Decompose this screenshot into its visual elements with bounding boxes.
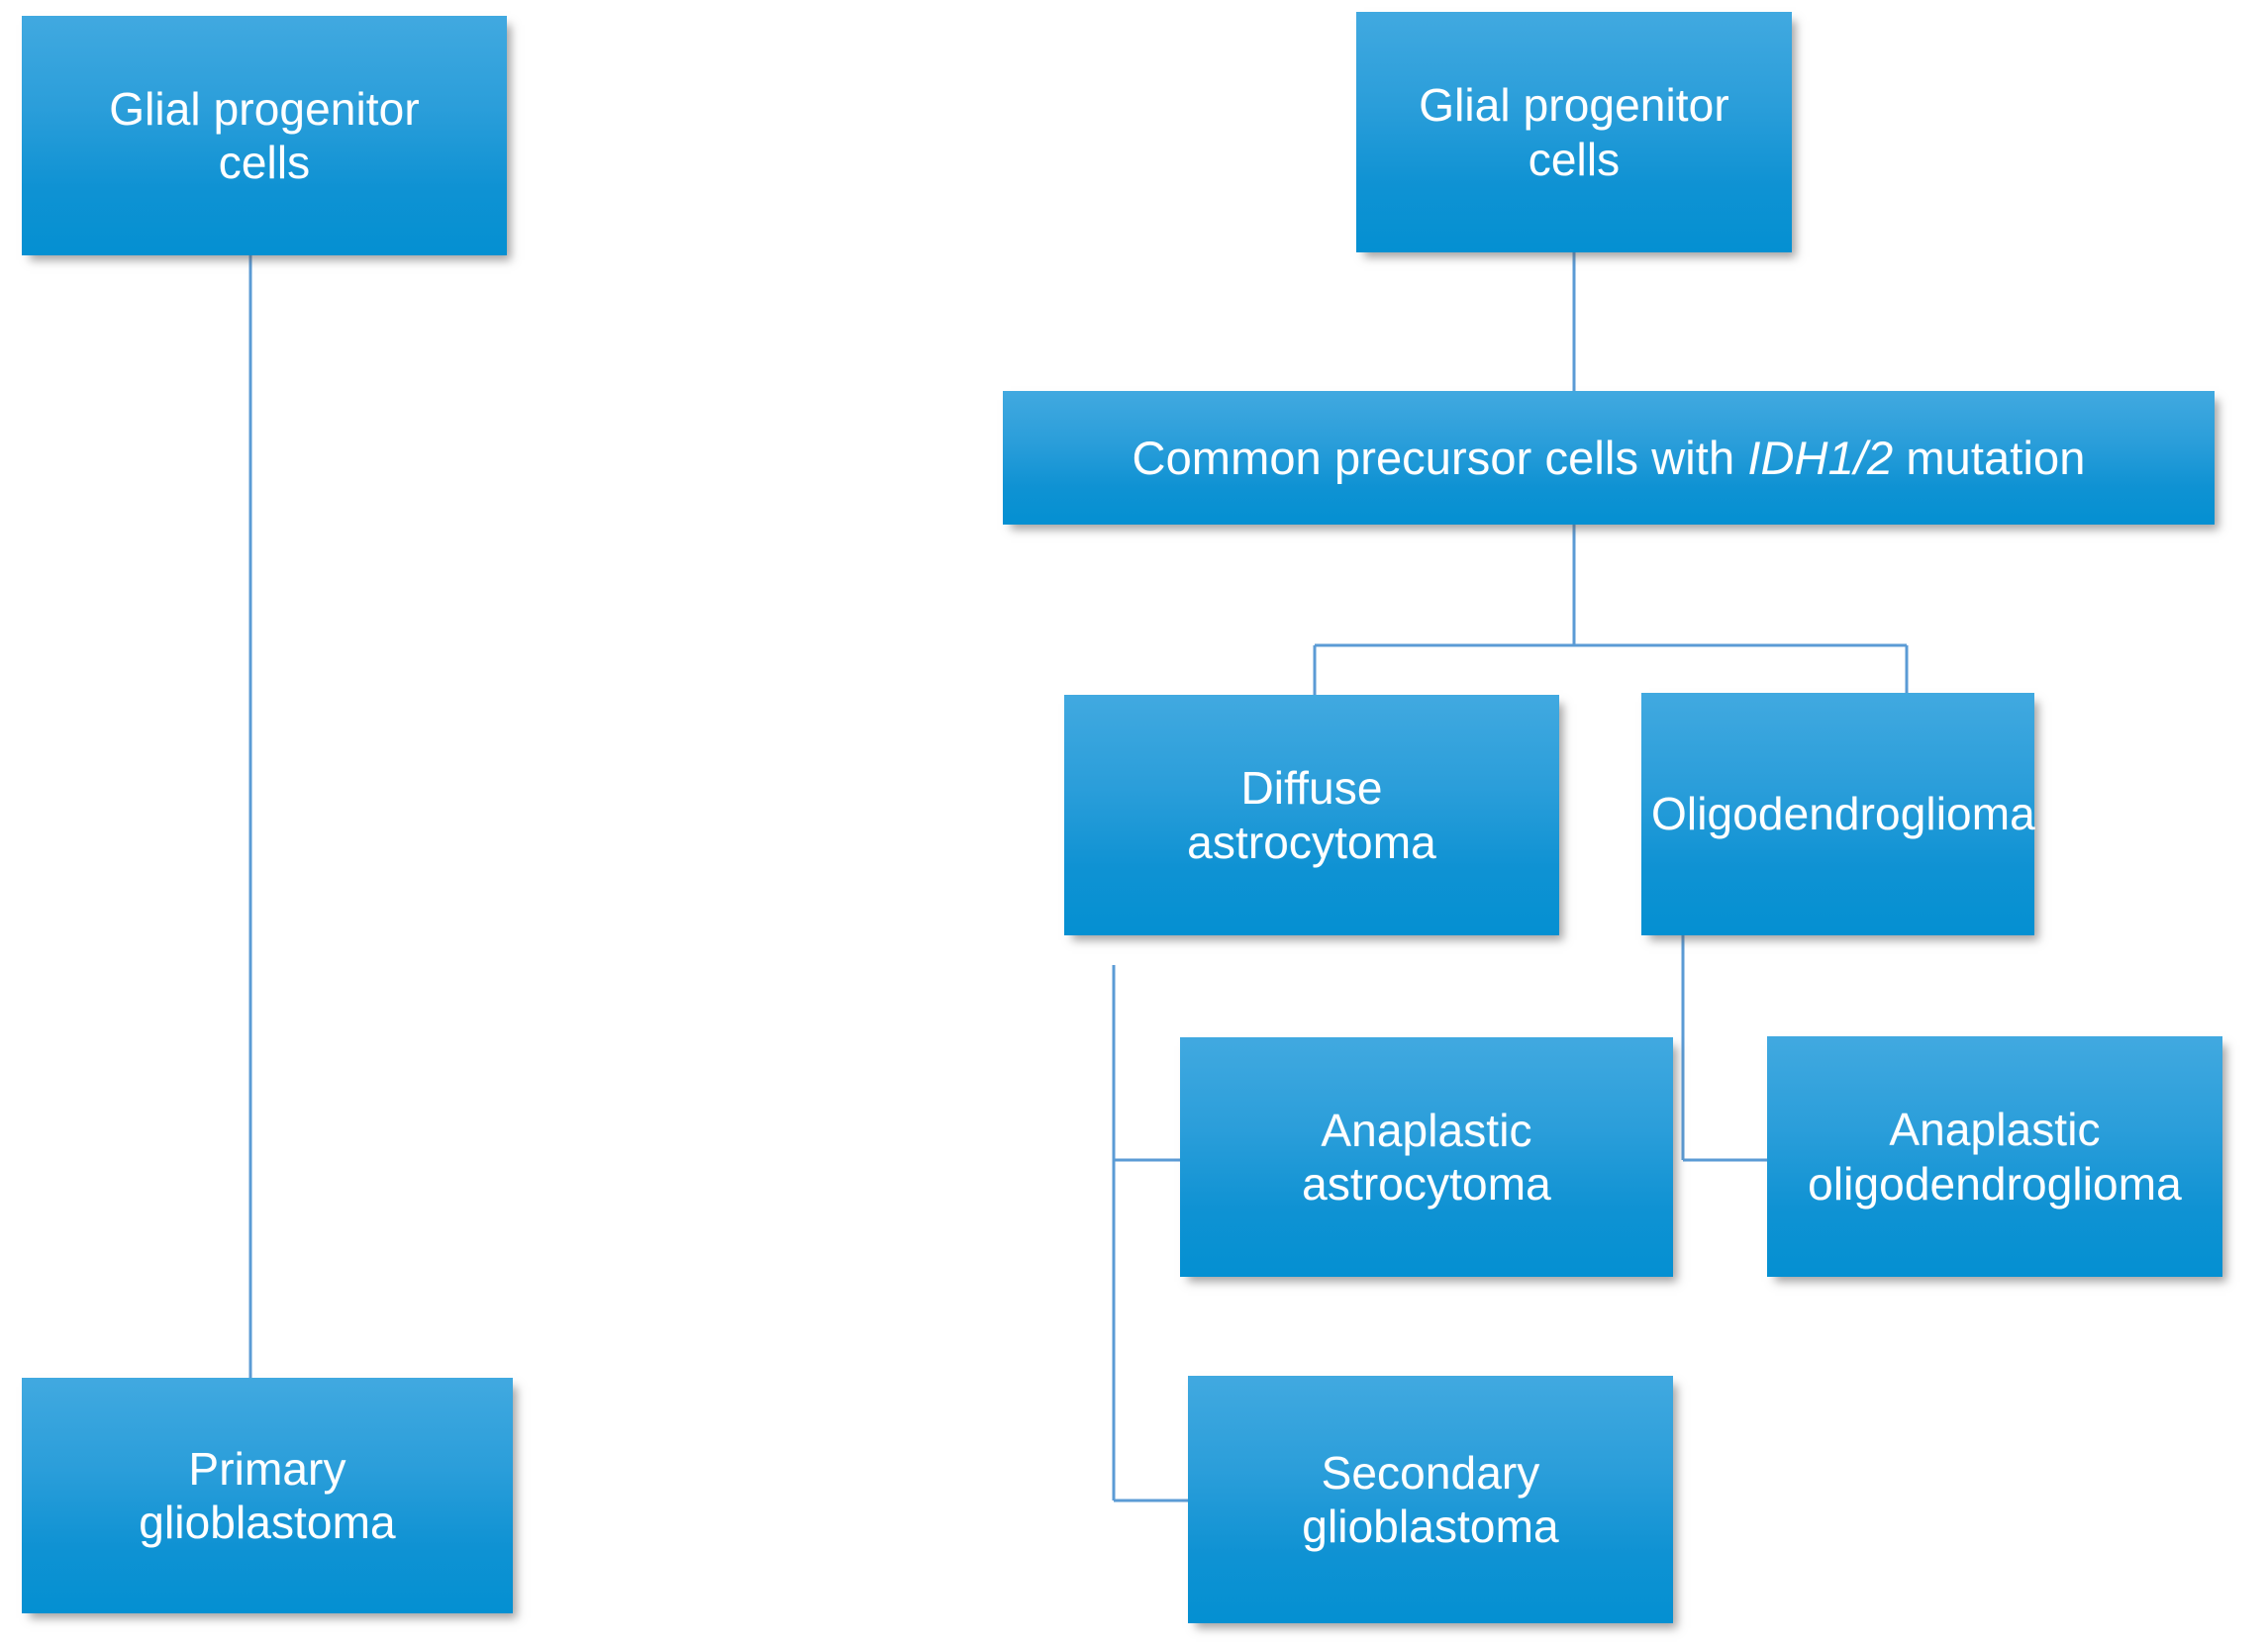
node-common-precursor-cells[interactable]: Common precursor cells with IDH1/2 mutat… — [1003, 391, 2215, 525]
node-label: Oligodendroglioma — [1651, 788, 2035, 840]
node-oligodendroglioma[interactable]: Oligodendroglioma — [1641, 693, 2035, 935]
node-label: Common precursor cells with IDH1/2 mutat… — [1132, 431, 2086, 484]
gene-name-idh: IDH1/2 — [1747, 431, 1894, 484]
